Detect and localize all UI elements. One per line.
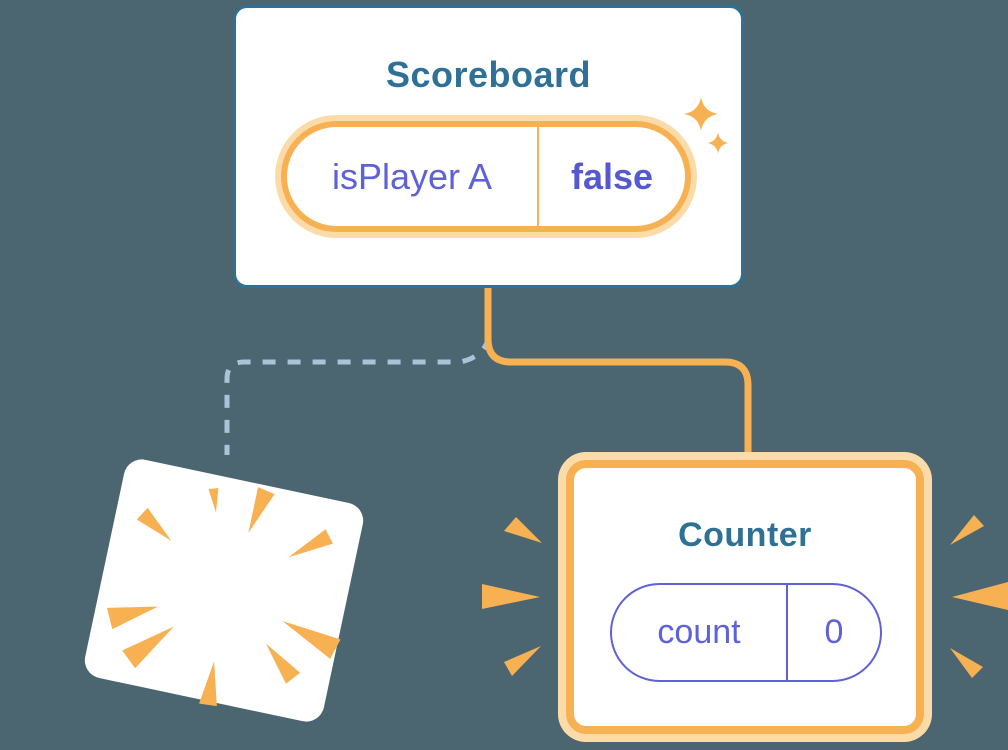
- burst-ray: [136, 507, 172, 541]
- solid-connector-line: [484, 287, 752, 458]
- state-name-label: count: [657, 613, 741, 651]
- burst-ray: [199, 661, 217, 707]
- counter-state-pill: count 0: [610, 583, 882, 682]
- scoreboard-component-card: Scoreboard isPlayer A false: [233, 5, 744, 288]
- counter-title: Counter: [678, 516, 812, 554]
- state-value-label: false: [570, 155, 654, 197]
- pill-divider: [537, 127, 539, 226]
- scoreboard-state-pill: isPlayer A false: [281, 121, 691, 232]
- pill-divider: [786, 585, 788, 680]
- destroyed-component-card: [81, 456, 367, 725]
- state-name-label: isPlayer A: [331, 155, 493, 197]
- burst-ray: [122, 626, 174, 669]
- poof-burst-icon: [106, 487, 341, 707]
- scoreboard-title: Scoreboard: [385, 54, 592, 95]
- dashed-connector-line: [224, 336, 492, 455]
- burst-ray: [288, 529, 333, 558]
- counter-component-card: Counter count 0: [566, 460, 924, 734]
- burst-ray: [208, 488, 219, 513]
- burst-ray: [265, 643, 301, 684]
- burst-ray: [248, 487, 275, 533]
- burst-ray: [106, 606, 159, 630]
- burst-ray: [282, 620, 341, 659]
- state-value-label: 0: [824, 613, 844, 651]
